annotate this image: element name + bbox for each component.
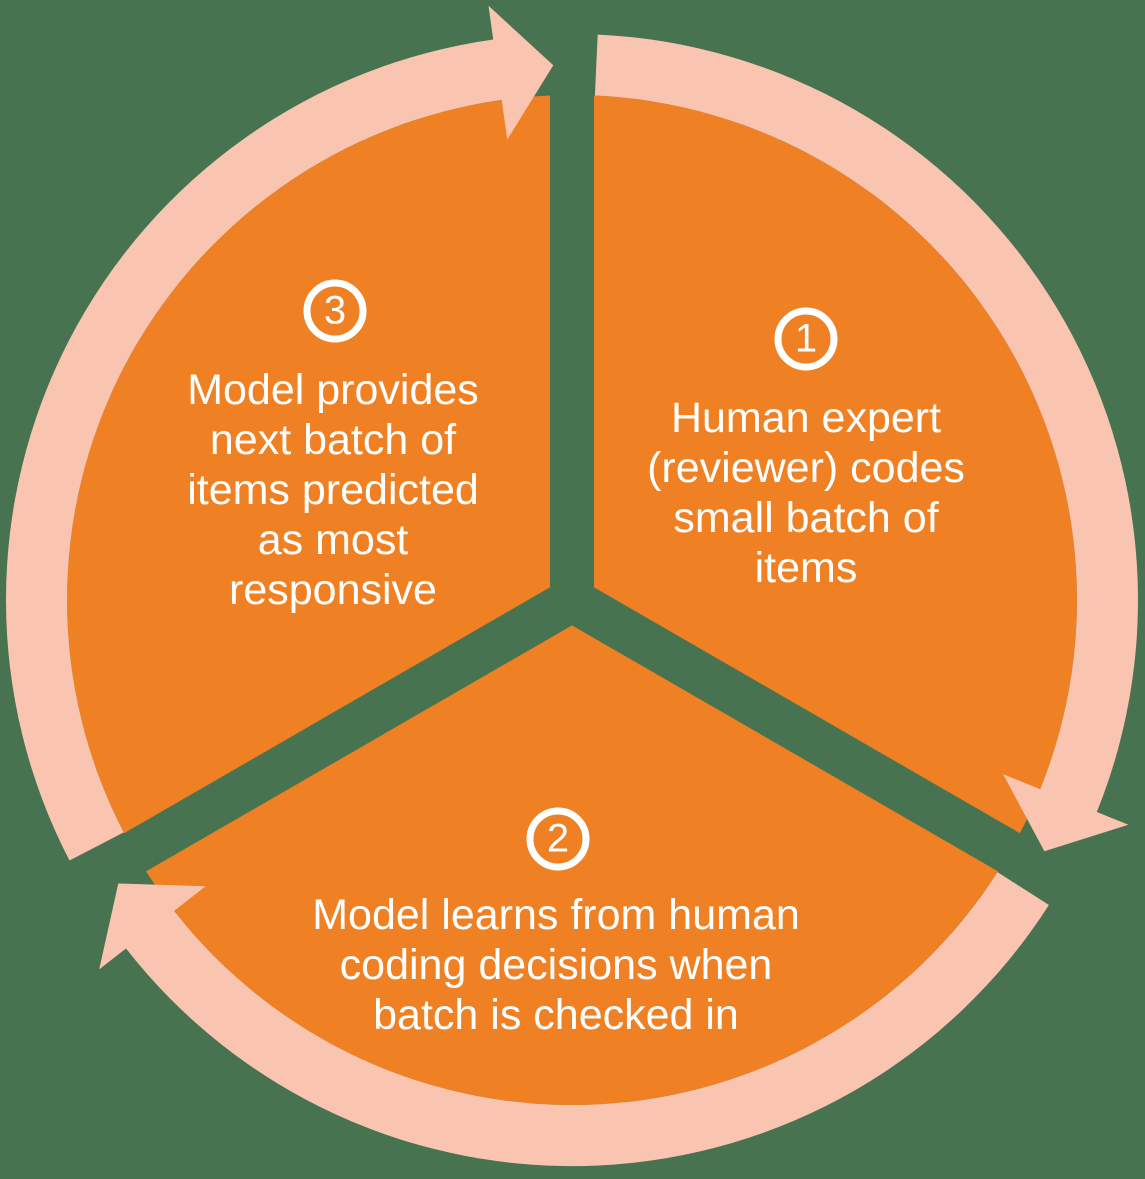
step-1-badge: 1 <box>774 307 838 371</box>
step-1-text: Human expert (reviewer) codes small batc… <box>647 393 965 593</box>
step-1-number: 1 <box>794 316 818 361</box>
step-text-line: responsive <box>229 566 437 614</box>
step-text-line: next batch of <box>209 416 457 464</box>
step-3-text: Model provides next batch of items predi… <box>187 365 479 615</box>
wedge-gap-top <box>550 15 594 610</box>
cycle-arrow-segment-2 <box>99 872 1049 1167</box>
step-text-line: batch is checked in <box>373 991 739 1039</box>
cycle-arrow-segment-3 <box>5 5 554 861</box>
step-3-number: 3 <box>323 288 347 333</box>
step-text-line: items <box>754 544 858 592</box>
step-text-line: Model provides <box>187 366 479 414</box>
step-text-line: (reviewer) codes <box>647 444 965 492</box>
step-text-line: Human expert <box>670 394 942 442</box>
step-3-badge: 3 <box>303 279 367 343</box>
step-text-line: Model learns from human <box>312 891 800 939</box>
step-2-number: 2 <box>546 816 570 861</box>
step-text-line: items predicted <box>187 466 479 514</box>
wedge-gap-bottom-right <box>552 575 1090 912</box>
wedge-gap-bottom-left <box>54 575 592 912</box>
step-text-line: coding decisions when <box>339 941 773 989</box>
step-2-badge: 2 <box>526 807 590 871</box>
step-text-line: as most <box>257 516 409 564</box>
step-text-line: small batch of <box>673 494 939 542</box>
cycle-arrow-segment-1 <box>594 34 1138 852</box>
step-2-text: Model learns from human coding decisions… <box>312 890 800 1040</box>
